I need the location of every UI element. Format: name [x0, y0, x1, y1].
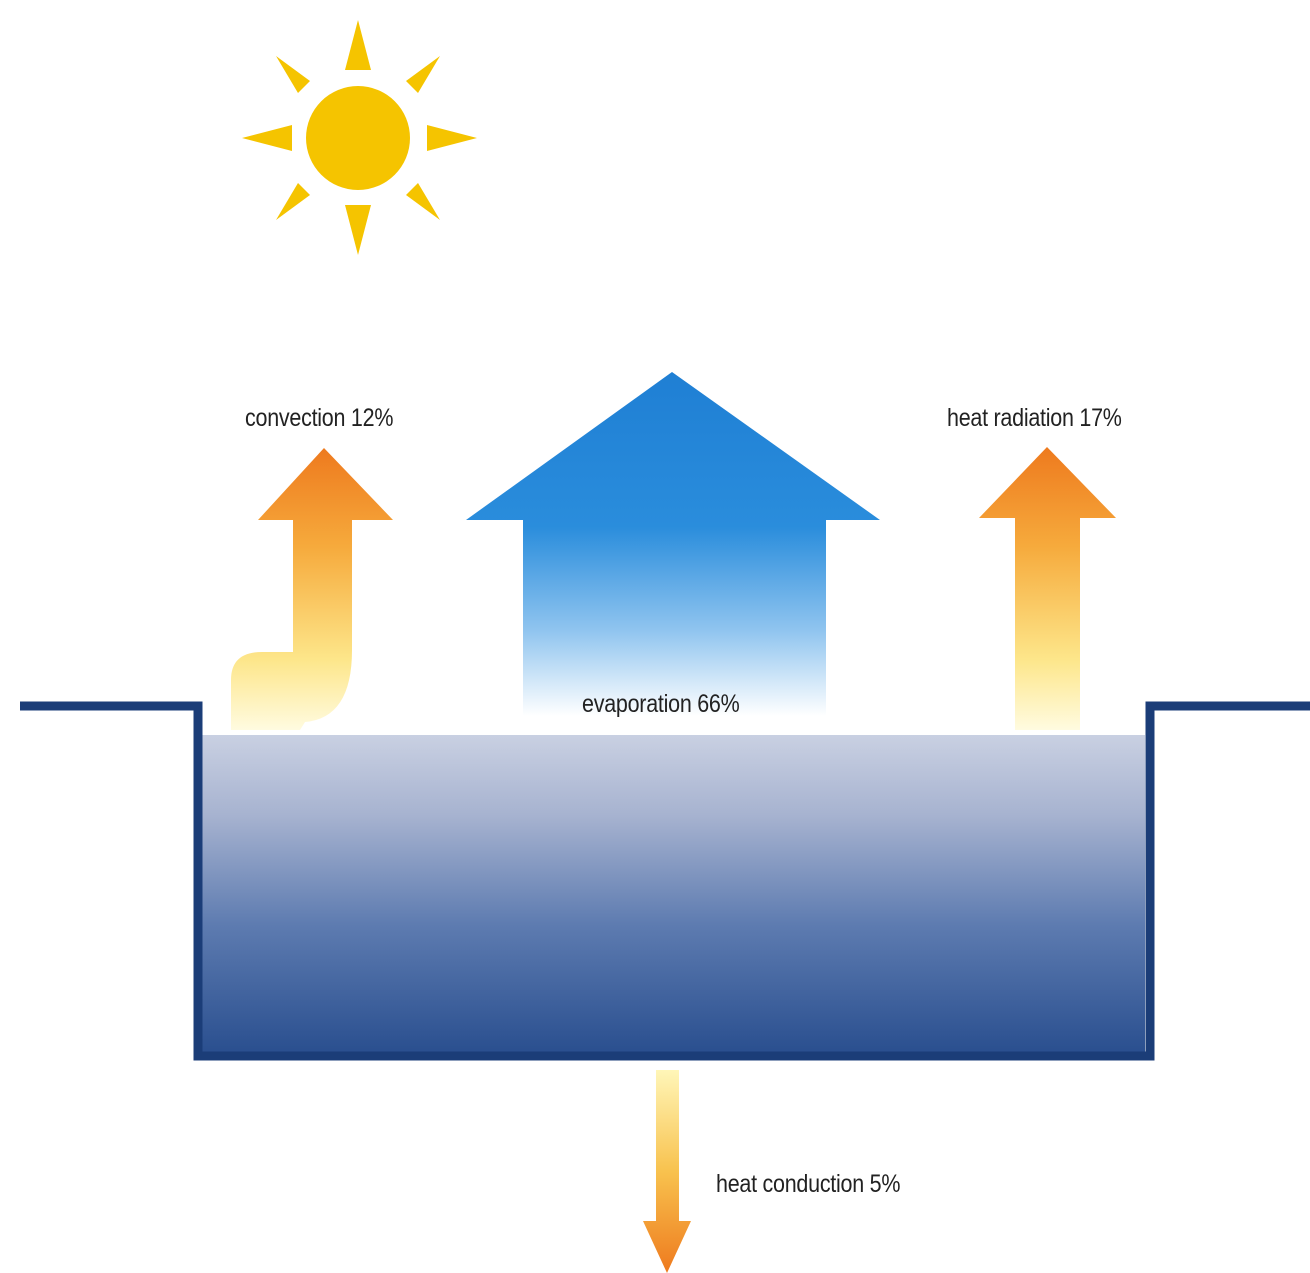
sun-icon	[242, 20, 477, 255]
heat-conduction-arrow	[643, 1070, 691, 1273]
heat-radiation-label: heat radiation 17%	[947, 404, 1122, 432]
pool-outline	[20, 701, 1310, 1061]
evaporation-arrow	[466, 372, 880, 716]
heat-radiation-arrow	[979, 447, 1116, 730]
pool-water	[202, 735, 1145, 1053]
evaporation-label: evaporation 66%	[582, 690, 740, 718]
heat-conduction-label: heat conduction 5%	[716, 1170, 901, 1198]
convection-label: convection 12%	[245, 404, 394, 432]
convection-arrow	[231, 448, 393, 730]
